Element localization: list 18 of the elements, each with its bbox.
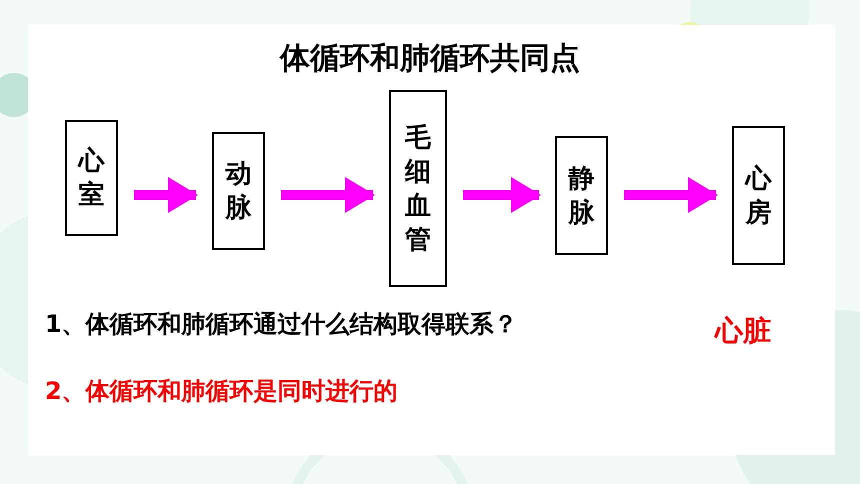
box-label: 静脉 [568,162,596,230]
arrow [463,177,541,213]
text-box [212,132,265,250]
box-label: 心房 [744,162,772,230]
text-box [65,120,118,236]
title: 体循环和肺循环共同点 [278,40,581,78]
answer-text: 心脏 [715,313,771,349]
arrow [281,177,375,213]
text-box [389,90,447,287]
box-label: 心室 [78,145,106,212]
box-label: 动脉 [224,158,252,225]
text-box [732,126,785,265]
text-box [555,136,608,255]
box-label: 毛细血管 [404,122,432,256]
arrow [134,177,198,213]
arrow [624,177,718,213]
statement-text: 2、体循环和肺循环是同时进行的 [45,376,398,407]
question-text: 1、体循环和肺循环通过什么结构取得联系？ [45,309,518,340]
